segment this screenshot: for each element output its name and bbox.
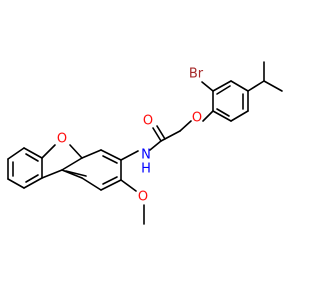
- bond: [216, 108, 230, 117]
- bond: [216, 85, 231, 95]
- bond: [81, 177, 102, 191]
- bond: [25, 153, 39, 162]
- bond: [69, 144, 83, 159]
- atom-label-hydrogen: H: [141, 162, 151, 177]
- bond: [102, 155, 118, 164]
- bond: [102, 176, 118, 185]
- atom-labels: O N H O O Br O: [57, 67, 204, 205]
- bond: [247, 80, 265, 92]
- bond: [149, 140, 162, 151]
- bond: [212, 80, 232, 92]
- bond: [81, 149, 102, 159]
- bond: [201, 81, 214, 92]
- bonds: [7, 61, 283, 225]
- bond: [212, 110, 232, 122]
- bond: [7, 178, 25, 189]
- atom-label-oxygen-furan: O: [57, 132, 67, 147]
- bond: [230, 80, 249, 92]
- bond: [179, 120, 192, 132]
- bond: [41, 144, 56, 159]
- atom-label-nitrogen: N: [141, 148, 151, 163]
- bond: [61, 157, 83, 171]
- bond: [7, 147, 25, 160]
- bond: [156, 125, 166, 140]
- molecule-structure: O N H O O Br O: [7, 61, 283, 225]
- bond: [23, 177, 43, 189]
- atom-label-bromine: Br: [189, 67, 204, 82]
- bond: [160, 130, 181, 142]
- bond: [152, 127, 162, 142]
- bond: [230, 110, 249, 122]
- bond: [120, 179, 137, 192]
- bond: [100, 149, 122, 161]
- bond: [23, 147, 43, 159]
- atom-label-oxygen-methoxy: O: [138, 190, 148, 205]
- bond: [65, 170, 87, 177]
- bond: [263, 80, 283, 92]
- atom-label-oxygen-carbonyl: O: [143, 114, 153, 129]
- atom-label-oxygen-ether: O: [192, 111, 202, 126]
- bond: [41, 169, 63, 179]
- bond: [120, 150, 139, 161]
- bond: [202, 110, 214, 122]
- bond: [25, 174, 39, 183]
- bond: [100, 179, 122, 191]
